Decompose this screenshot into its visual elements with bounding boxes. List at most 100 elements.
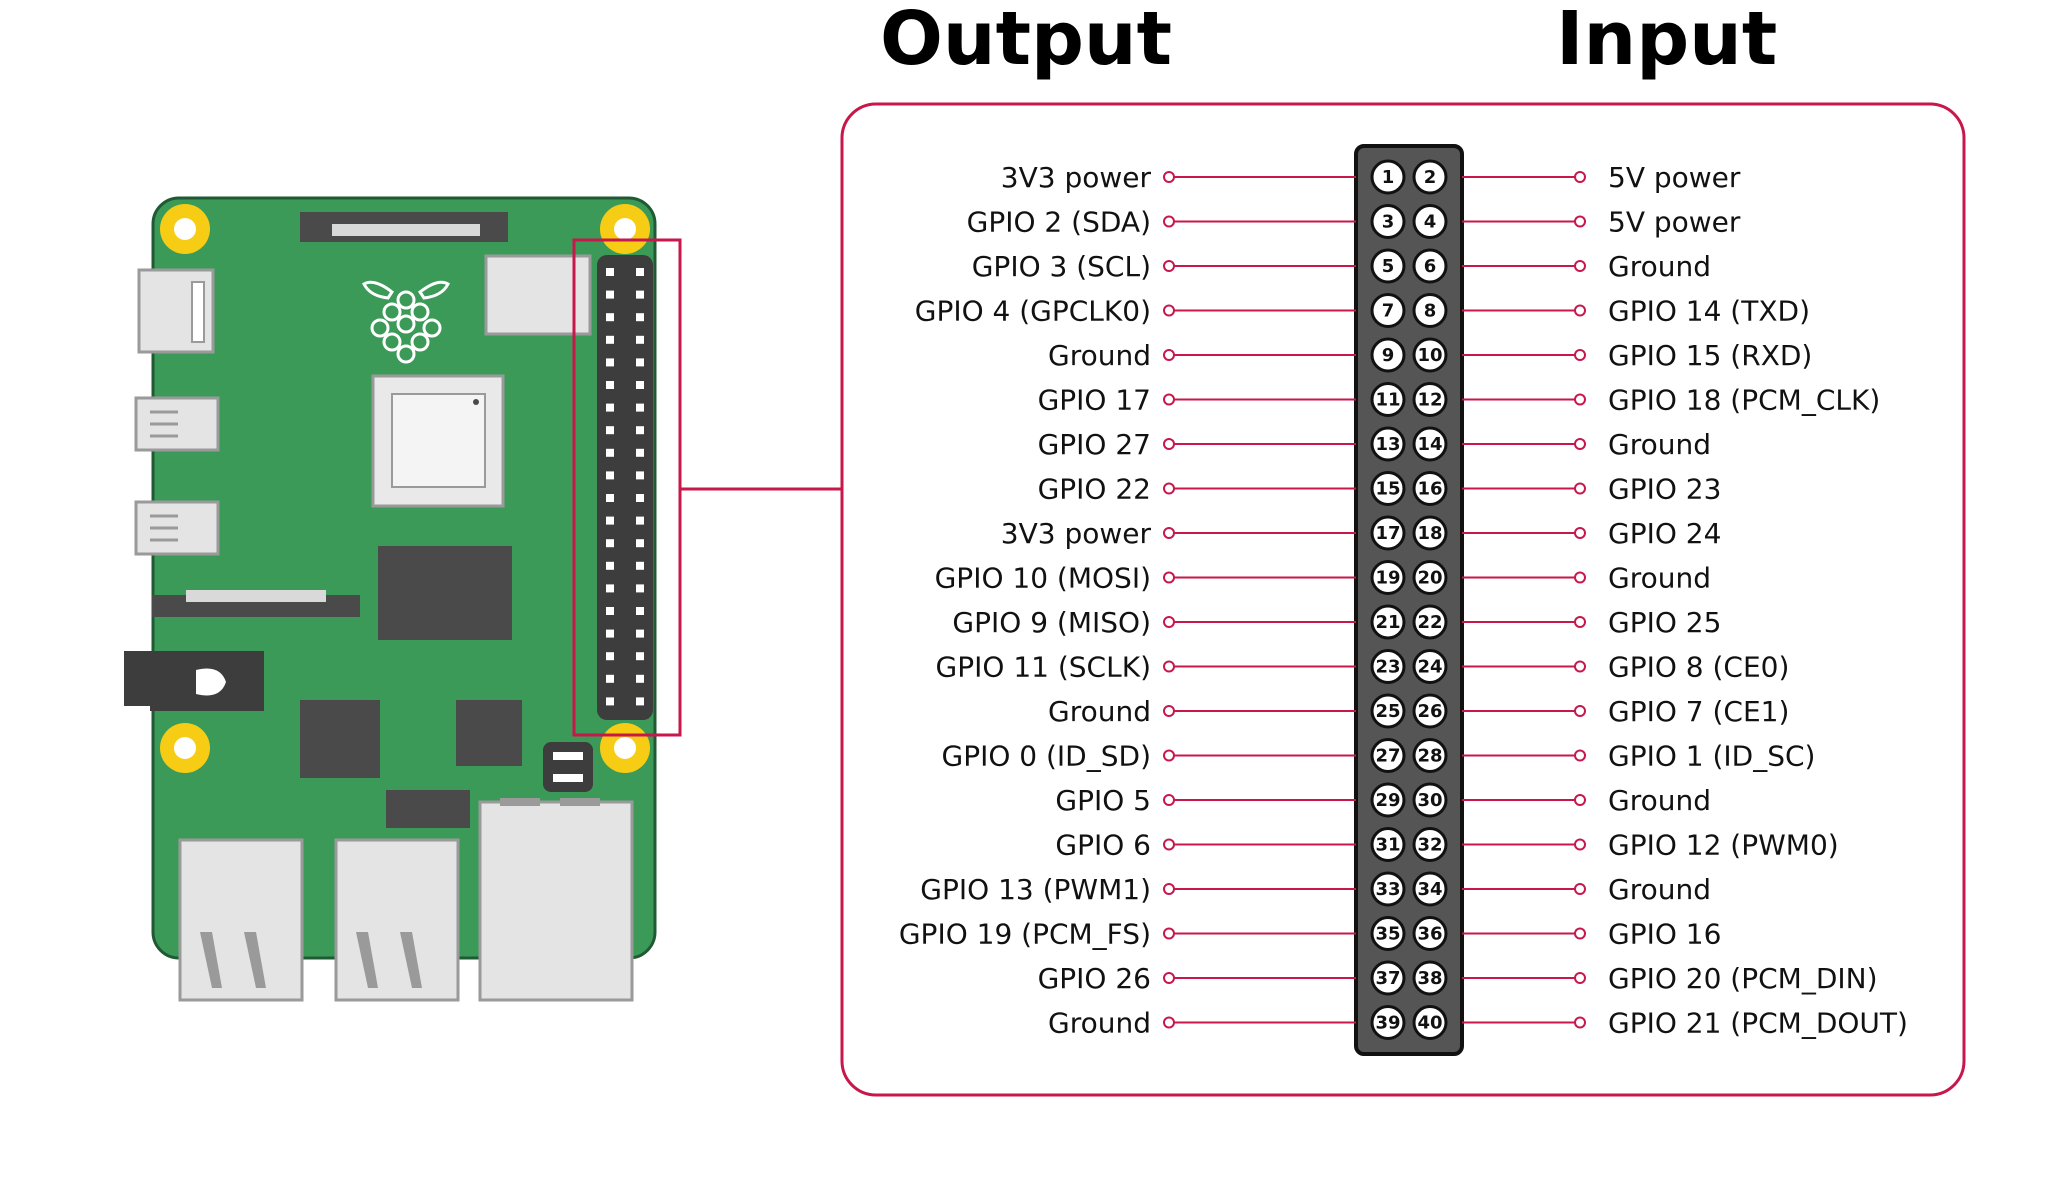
micro-hdmi-port-icon xyxy=(134,500,220,556)
pin-circle-right xyxy=(1412,204,1448,239)
pin-number-right: 4 xyxy=(1424,212,1437,233)
pin-label-left: 3V3 power xyxy=(1001,517,1152,550)
pin-number-right: 8 xyxy=(1424,301,1437,322)
pin-circle-left xyxy=(1370,738,1406,773)
pin-label-left: Ground xyxy=(1048,695,1151,728)
board-pin-icon xyxy=(606,629,614,638)
pin-circle-right xyxy=(1412,871,1448,907)
mounting-hole-icon xyxy=(600,204,650,254)
pin-number-left: 11 xyxy=(1375,390,1400,411)
board-pin-icon xyxy=(606,561,614,570)
pin-circle-left xyxy=(1370,248,1406,284)
board-pin-icon xyxy=(636,561,644,570)
board-pin-icon xyxy=(606,403,614,412)
pin-number-right: 34 xyxy=(1417,879,1442,900)
pin-number-right: 36 xyxy=(1417,924,1442,945)
board-pin-icon xyxy=(606,516,614,525)
pin-label-right: GPIO 18 (PCM_CLK) xyxy=(1608,384,1880,417)
pin-number-right: 14 xyxy=(1417,434,1442,455)
pin-circle-right xyxy=(1412,293,1448,328)
pin-circle-left xyxy=(1370,960,1406,996)
pin-label-left: GPIO 0 (ID_SD) xyxy=(942,740,1152,773)
pin-label-left: GPIO 10 (MOSI) xyxy=(935,562,1151,595)
raspberry-logo-icon xyxy=(362,280,450,364)
pin-label-right: GPIO 24 xyxy=(1608,517,1721,550)
pin-label-right: GPIO 14 (TXD) xyxy=(1608,295,1810,328)
pin-label-left: GPIO 22 xyxy=(1038,473,1151,506)
pin-terminal-right xyxy=(1574,883,1586,895)
pin-circle-left xyxy=(1370,159,1406,195)
board-pin-icon xyxy=(636,290,644,299)
board-pin-icon xyxy=(606,358,614,367)
pin-terminal-right xyxy=(1574,304,1586,317)
pin-number-left: 23 xyxy=(1375,657,1400,678)
pin-terminal-left xyxy=(1163,438,1175,450)
pin-circle-right xyxy=(1412,248,1448,284)
ethernet-port-icon xyxy=(478,798,634,1002)
pin-circle-left xyxy=(1370,471,1406,506)
board-pin-icon xyxy=(636,313,644,322)
pin-label-right: GPIO 7 (CE1) xyxy=(1608,695,1789,728)
pin-terminal-right xyxy=(1574,527,1586,539)
board-pin-icon xyxy=(606,607,614,615)
micro-hdmi-port-icon xyxy=(134,396,220,452)
mounting-hole-icon xyxy=(160,204,210,254)
poe-header-icon xyxy=(543,742,593,792)
pin-number-left: 3 xyxy=(1382,212,1395,233)
board-pin-icon xyxy=(636,381,644,389)
pin-terminal-left xyxy=(1163,1016,1175,1029)
pin-terminal-left xyxy=(1163,838,1175,851)
pin-terminal-right xyxy=(1574,838,1586,851)
camera-connector-icon xyxy=(152,590,360,617)
pin-label-left: GPIO 17 xyxy=(1038,384,1151,417)
pin-terminal-right xyxy=(1574,660,1586,673)
pin-label-left: GPIO 19 (PCM_FS) xyxy=(899,918,1151,951)
raspberry-pi-board xyxy=(124,196,682,1002)
board-pin-icon xyxy=(606,471,614,480)
pin-label-left: GPIO 4 (GPCLK0) xyxy=(915,295,1151,328)
board-pin-icon xyxy=(636,471,644,480)
pin-label-left: Ground xyxy=(1048,339,1151,372)
pin-circle-right xyxy=(1412,693,1448,729)
board-pin-icon xyxy=(636,494,644,502)
soc-chip-icon xyxy=(371,374,505,508)
pin-circle-left xyxy=(1370,827,1406,862)
audio-jack-icon xyxy=(124,651,264,711)
board-pin-icon xyxy=(606,674,614,683)
pin-number-right: 6 xyxy=(1424,256,1437,277)
board-pin-icon xyxy=(636,426,644,435)
pin-terminal-left xyxy=(1163,171,1175,183)
pin-label-left: Ground xyxy=(1048,1007,1151,1040)
input-heading: Input xyxy=(1556,0,1778,82)
pin-circle-left xyxy=(1370,426,1406,462)
pin-number-right: 38 xyxy=(1417,968,1442,989)
board-pin-icon xyxy=(636,697,644,706)
pin-number-left: 35 xyxy=(1375,924,1400,945)
pin-number-right: 10 xyxy=(1417,345,1442,366)
pin-number-left: 39 xyxy=(1375,1013,1400,1034)
pin-circle-left xyxy=(1370,515,1406,551)
pin-number-left: 5 xyxy=(1382,256,1395,277)
pin-number-right: 18 xyxy=(1417,523,1442,544)
pin-label-right: Ground xyxy=(1608,873,1711,906)
pin-terminal-right xyxy=(1574,1016,1586,1029)
pin-number-left: 1 xyxy=(1382,167,1395,188)
pin-circle-right xyxy=(1412,604,1448,640)
board-pin-icon xyxy=(636,268,644,276)
pin-number-right: 24 xyxy=(1417,657,1442,678)
pin-circle-left xyxy=(1370,293,1406,328)
pin-number-left: 9 xyxy=(1382,345,1395,366)
pin-number-left: 13 xyxy=(1375,434,1400,455)
pin-circle-right xyxy=(1412,337,1448,373)
pin-circle-right xyxy=(1412,426,1448,462)
pin-label-right: GPIO 23 xyxy=(1608,473,1721,506)
